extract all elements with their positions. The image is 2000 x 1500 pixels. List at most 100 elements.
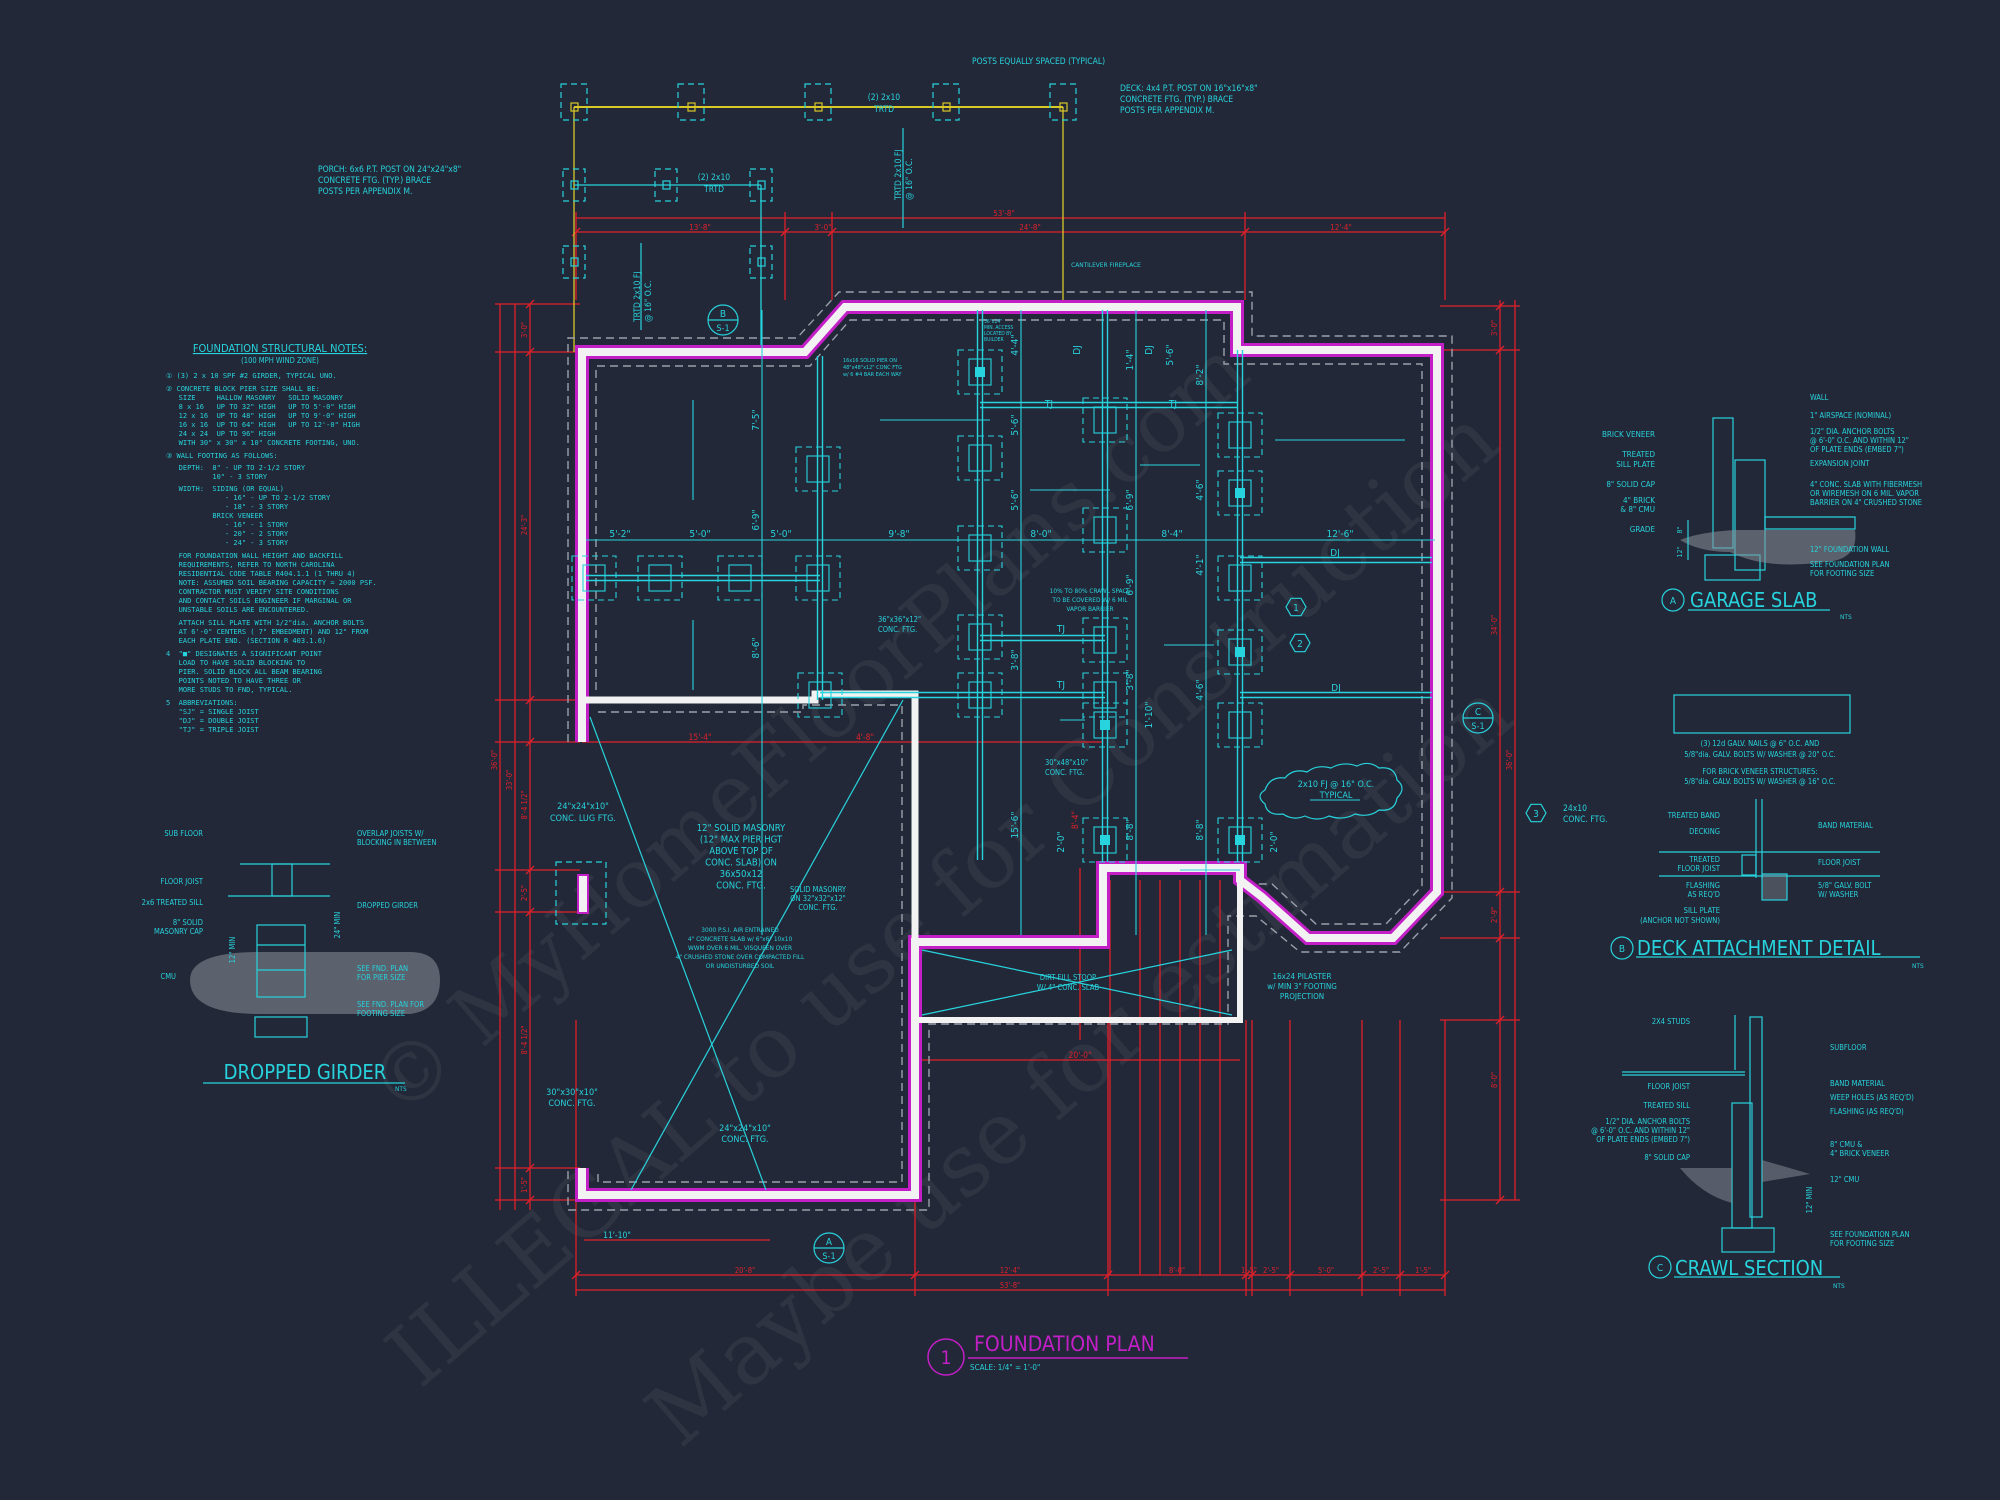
pier [957, 435, 1003, 481]
interior-dimension-text: 8'-4" [1161, 529, 1182, 540]
revision-cloud [1259, 762, 1403, 820]
dimension-text: 24'-8" [1019, 223, 1041, 232]
dropped-girder-label: DROPPED GIRDER [357, 901, 418, 910]
dropped-girder-label: 2x6 TREATED SILL [142, 898, 204, 907]
dimension-text: 3'-0" [814, 223, 831, 232]
deck-detail-note: (3) 12d GALV. NAILS @ 6" O.C. AND [1701, 739, 1820, 748]
dimension-text: 15'-4" [689, 733, 712, 743]
note-line: NOTE: ASSUMED SOIL BEARING CAPACITY = 20… [166, 579, 377, 587]
note-marker-number: 3 [1533, 809, 1539, 820]
dimension-tick [1495, 1195, 1505, 1205]
solid-masonry-callout: CONC. FTG. [716, 881, 766, 892]
pier-callout: 48"x48"x12" CONC FTG [843, 365, 902, 371]
dimension-lines [495, 212, 1520, 1296]
garage-pier-wall [577, 874, 589, 914]
crawl-section-label: FOR FOOTING SIZE [1830, 1239, 1894, 1248]
dimension-tick [1240, 227, 1250, 237]
note-line: ② CONCRETE BLOCK PIER SIZE SHALL BE: [166, 385, 320, 393]
stoop-note: DIRT FILL STOOP [1040, 973, 1096, 982]
detail-nts: NTS [1912, 962, 1924, 970]
interior-dimension-text: 5'-0" [689, 529, 710, 540]
note-line: LOAD TO HAVE SOLID BLOCKING TO [166, 659, 305, 667]
crawl-section-graphic [1622, 1015, 1810, 1253]
solid-masonry-callout: (12" MAX PIER HGT [700, 835, 783, 846]
note-line: - 24" - 3 STORY [166, 539, 289, 547]
section-letter: A [826, 1237, 833, 1248]
note-line: ATTACH SILL PLATE WITH 1/2"dia. ANCHOR B… [166, 619, 364, 627]
deck-attachment-graphic [1659, 694, 1880, 901]
notes-heading: FOUNDATION STRUCTURAL NOTES: [193, 342, 367, 355]
crawl-section-label: SEE FOUNDATION PLAN [1830, 1230, 1910, 1239]
deck-post [677, 83, 705, 121]
plan-labels: POSTS EQUALLY SPACED (TYPICAL)DECK: 4x4 … [142, 57, 1924, 1290]
access-callout: LOCATED BY [984, 331, 1012, 337]
section-marker: CS-1 [1462, 702, 1494, 734]
footing-callout: 30"x30"x10" [546, 1088, 598, 1098]
footing-callout: 36"x36"x12" [878, 615, 921, 624]
deck-post [560, 83, 588, 121]
solid-masonry-callout: ABOVE TOP OF [709, 846, 773, 857]
crawl-section-label: 12" CMU [1830, 1175, 1859, 1184]
dimension-text: 1'-5" [520, 1177, 529, 1193]
typical-joist-note: 2x10 FJ @ 16" O.C. [1298, 780, 1375, 790]
dimension-text: 2'-5" [520, 885, 529, 901]
dropped-girder-label: FLOOR JOIST [160, 877, 203, 886]
girder [816, 356, 824, 700]
dropped-girder-graphic [190, 863, 440, 1038]
dimension-tick [1440, 1270, 1450, 1280]
note-line: REQUIREMENTS, REFER TO NORTH CAROLINA [166, 561, 335, 569]
note-line: 4 "■" DESIGNATES A SIGNIFICANT POINT [166, 650, 323, 658]
dimension-tick [827, 227, 837, 237]
note-line: BRICK VENEER [166, 512, 264, 520]
title-label: FOUNDATION PLAN [974, 1332, 1155, 1356]
pier-callout: 16x16 SOLID PIER ON [843, 358, 897, 364]
drawing-title: 1 FOUNDATION PLAN SCALE: 1/4" = 1'-0" [927, 1332, 1188, 1376]
detail-graphics [190, 417, 1920, 1279]
typical-joist-note: TYPICAL [1319, 791, 1353, 801]
interior-dimension-text: 6'-9" [751, 509, 762, 530]
interior-dimension-text: 8'-2" [1195, 364, 1206, 385]
footing-outline [567, 291, 1453, 1211]
section-marker: A S-1 [813, 1232, 845, 1264]
section-sheet: S-1 [716, 324, 729, 334]
deck-detail-label: TREATED [1688, 855, 1720, 864]
dropped-girder-label: SEE FND. PLAN FOR [357, 1000, 424, 1009]
pier [1217, 555, 1263, 601]
note-line: 8 x 16 UP TO 32" HIGH UP TO 5'-0" HIGH [166, 403, 356, 411]
note-line: AND CONTACT SOILS ENGINEER IF MARGINAL O… [166, 597, 352, 605]
crawl-section-label: FLOOR JOIST [1647, 1082, 1690, 1091]
dimension-text: 8'-4 1/2" [520, 1026, 529, 1055]
garage-slab-label: 4" CONC. SLAB WITH FIBERMESH [1810, 480, 1922, 489]
dimension-tick [571, 1270, 581, 1280]
porch-callout: POSTS PER APPENDIX M. [318, 187, 412, 197]
note-marker-number: 1 [1293, 603, 1299, 614]
interior-dimension-text: 6'-9" [1125, 574, 1136, 595]
dimension-tick [525, 865, 535, 875]
dimension-text: 11'-10" [603, 1231, 631, 1241]
stoop-note: W/ 4" CONC. SLAB [1037, 983, 1100, 992]
title-number: 1 [941, 1347, 952, 1369]
dimension-text: 2'-5" [1263, 1266, 1279, 1275]
porch-post [749, 168, 773, 202]
pier [1217, 629, 1263, 675]
interior-dimension-text: 5'-0" [770, 529, 791, 540]
interior-dimension-text: 2'-0" [1056, 831, 1067, 852]
garage-slab-label: OF PLATE ENDS (EMBED 7") [1810, 445, 1904, 454]
garage-slab-label: WALL [1810, 393, 1829, 402]
dimension-text: 36'-0" [1505, 750, 1514, 770]
deck-detail-label: SILL PLATE [1684, 906, 1720, 915]
girder [1240, 556, 1432, 564]
dimension-tick [525, 907, 535, 917]
interior-dimension-text: 8'-8" [1125, 819, 1136, 840]
section-letter: C [1475, 707, 1481, 718]
dropped-girder-label: OVERLAP JOISTS W/ [357, 829, 424, 838]
crawl-section-label: 8" CMU & [1830, 1140, 1863, 1149]
deck-detail-label: FLASHING [1686, 881, 1720, 890]
dimension-text: 2'-5" [1373, 1266, 1389, 1275]
detail-letter-circle [1648, 1255, 1672, 1279]
section-letter: B [720, 309, 726, 320]
section-sheet: S-1 [822, 1252, 835, 1262]
dimension-text: 8'-0" [1490, 1072, 1499, 1088]
point-load-icon [1100, 720, 1110, 730]
garage-top-wall [586, 690, 919, 942]
